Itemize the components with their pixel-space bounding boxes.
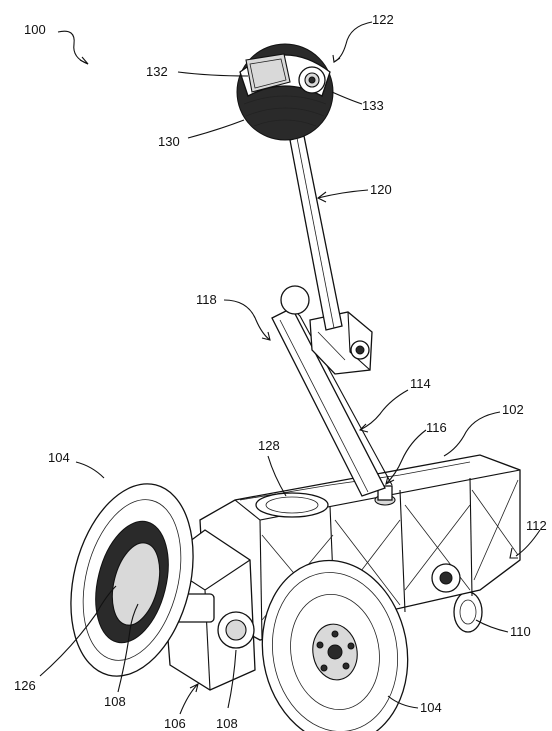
ref-label-110: 110 (510, 624, 531, 639)
display-screen (245, 53, 291, 93)
ref-label-118: 118 (196, 292, 217, 307)
ref-label-128: 128 (258, 438, 280, 453)
camera (298, 66, 326, 94)
ref-label-114: 114 (410, 376, 431, 391)
reference-labels: 100 122 132 133 130 120 118 114 102 116 … (14, 12, 547, 731)
ref-label-112: 112 (526, 518, 547, 533)
ref-label-133: 133 (362, 98, 384, 113)
top-cover (255, 492, 329, 518)
ref-label-126: 126 (14, 678, 36, 693)
left-wheel (70, 483, 194, 677)
drive-hub (431, 563, 461, 593)
ref-label-102: 102 (502, 402, 524, 417)
leader-lines (39, 21, 541, 715)
right-wheel (261, 559, 409, 731)
rear-caster-wheel (453, 591, 483, 633)
ref-label-104-left: 104 (48, 450, 70, 465)
ref-label-132: 132 (146, 64, 168, 79)
ref-label-108-left: 108 (104, 694, 126, 709)
ref-label-108-bottom: 108 (216, 716, 238, 731)
ref-label-104-right: 104 (420, 700, 442, 715)
ref-label-106: 106 (164, 716, 186, 731)
ref-label-100: 100 (24, 22, 46, 37)
ref-label-122: 122 (372, 12, 394, 27)
ref-label-116: 116 (426, 420, 447, 435)
ref-label-120: 120 (370, 182, 392, 197)
ref-label-130: 130 (158, 134, 180, 149)
